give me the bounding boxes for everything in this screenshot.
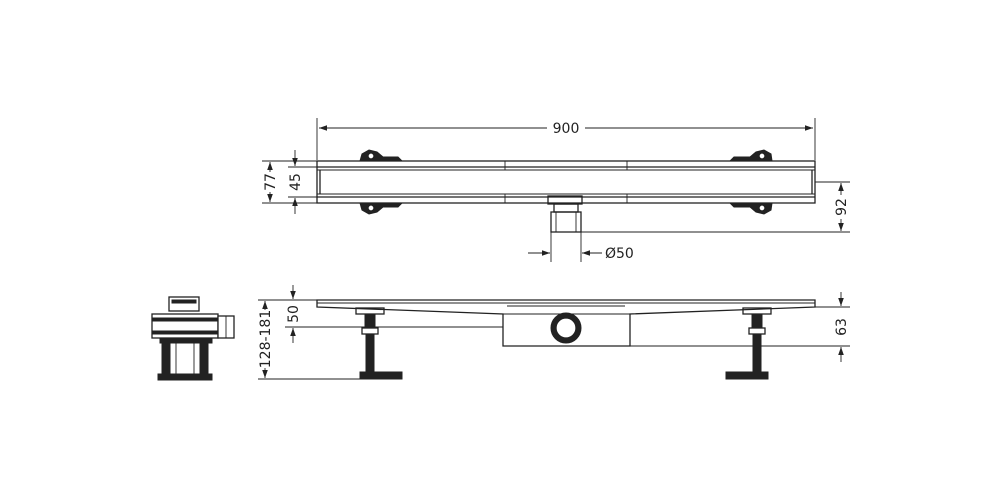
front-view: 128-181 50 63 [258, 285, 850, 380]
bracket-bottom-left [359, 202, 404, 215]
side-top-dimension: 50 [286, 285, 302, 343]
foot-left [355, 307, 403, 380]
side-right-label: 63 [834, 318, 850, 336]
height-inner-dimension: 45 [288, 150, 317, 214]
bracket-top-right [728, 149, 773, 162]
height-outer-dimension: 77 [263, 162, 279, 202]
side-height-range-label: 128-181 [258, 310, 274, 369]
height-outer-label: 77 [263, 173, 279, 191]
outlet-front [550, 312, 582, 344]
side-right-dimension: 63 [630, 292, 850, 362]
side-height-range-dimension: 128-181 [258, 301, 274, 378]
outlet-top [547, 195, 583, 233]
length-dimension: 900 [319, 121, 813, 137]
bracket-bottom-right [728, 202, 773, 215]
outlet-diameter-dimension: Ø50 [528, 232, 634, 262]
height-right-label: 92 [834, 198, 850, 216]
top-view: 900 [262, 118, 850, 262]
foot-right [725, 307, 772, 380]
drain-channel-top [316, 160, 816, 204]
bracket-top-left [359, 149, 404, 162]
height-inner-label: 45 [288, 173, 304, 191]
outlet-diameter-label: Ø50 [605, 246, 634, 262]
side-top-label: 50 [286, 305, 302, 323]
length-label: 900 [553, 121, 580, 137]
height-right-dimension: 92 [581, 181, 850, 233]
side-view [151, 296, 235, 381]
